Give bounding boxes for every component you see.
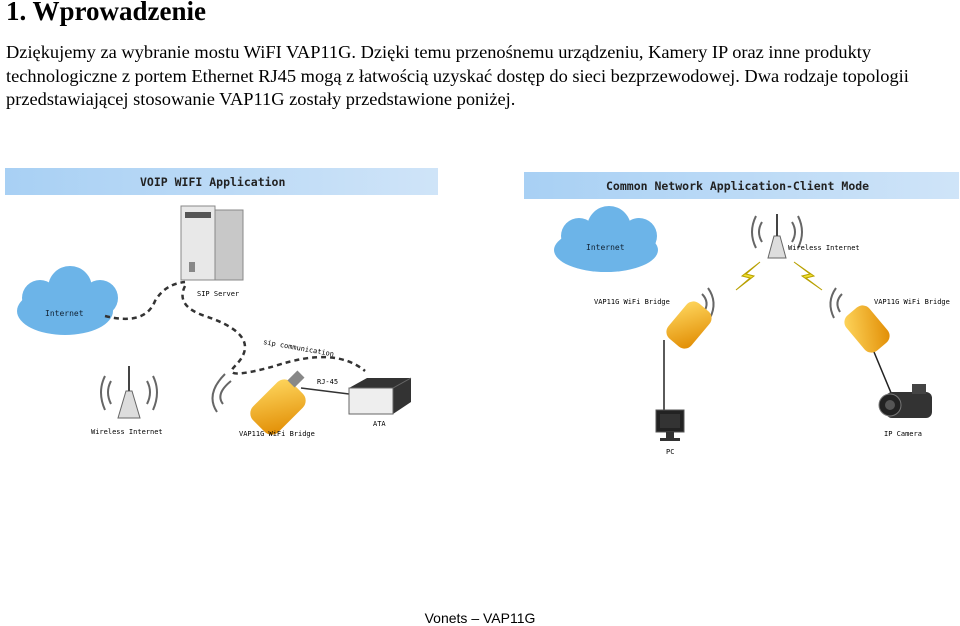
diagram-title: VOIP WIFI Application (140, 175, 285, 189)
page-footer: Vonets – VAP11G (424, 610, 536, 626)
lightning-right-icon (793, 261, 823, 291)
link-cloud-server (104, 280, 186, 321)
wireless-internet-label: Wireless Internet (91, 428, 163, 436)
ata-label: ATA (373, 420, 386, 428)
wifi-bridge-left-icon (666, 287, 715, 349)
client-mode-diagram: Common Network Application-Client Mode I… (524, 172, 959, 456)
sip-communication-link (181, 285, 366, 375)
lightning-left-icon (735, 261, 761, 291)
wifi-bridge-right-icon (829, 287, 890, 353)
pc-icon (655, 409, 685, 441)
rj45-label: RJ-45 (317, 378, 338, 386)
ip-camera-icon (878, 384, 932, 418)
internet-label: Internet (586, 243, 625, 252)
diagram-title: Common Network Application-Client Mode (606, 179, 869, 193)
wireless-tower-icon (100, 366, 158, 419)
diagram-banner (5, 168, 438, 195)
sip-server-label: SIP Server (197, 290, 239, 298)
wifi-bridge-icon (211, 370, 306, 435)
voip-diagram: VOIP WIFI Application SIP Server Interne… (5, 168, 438, 438)
wireless-internet-label: Wireless Internet (788, 244, 860, 252)
wifi-bridge-label: VAP11G WiFi Bridge (239, 430, 315, 438)
internet-cloud-icon (554, 206, 658, 272)
sip-server-icon (180, 205, 244, 281)
section-heading: 1. Wprowadzenie (6, 0, 207, 26)
sip-communication-label: sip communication (263, 338, 335, 358)
wifi-bridge-right-label: VAP11G WiFi Bridge (874, 298, 950, 306)
intro-paragraph: Dziękujemy za wybranie mostu WiFI VAP11G… (6, 42, 909, 109)
ip-camera-label: IP Camera (884, 430, 922, 438)
diagram-banner (524, 172, 959, 199)
internet-label: Internet (45, 309, 84, 318)
wireless-tower-icon (751, 214, 803, 259)
internet-cloud-icon (17, 266, 118, 335)
pc-label: PC (666, 448, 674, 456)
rj45-cable (300, 387, 350, 395)
wifi-bridge-left-label: VAP11G WiFi Bridge (594, 298, 670, 306)
ata-icon (348, 377, 412, 415)
